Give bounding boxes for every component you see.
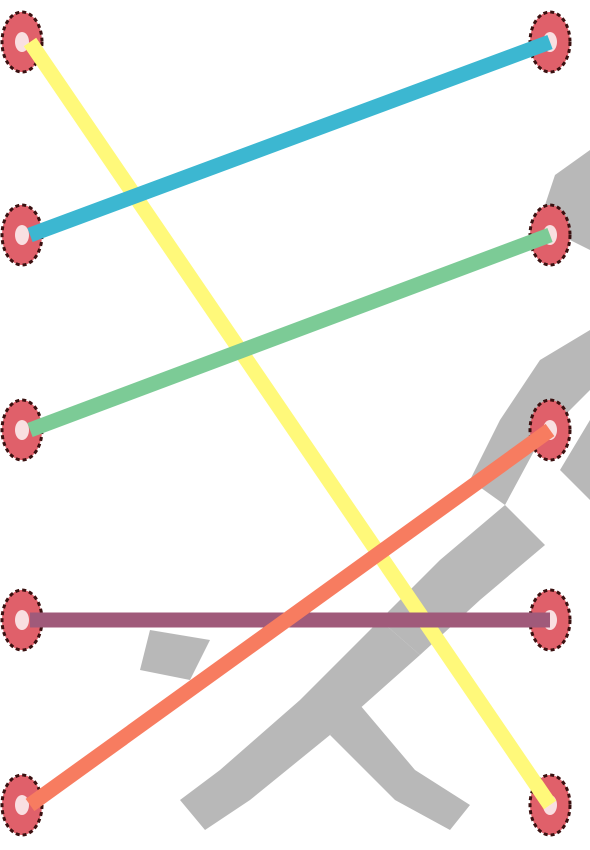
connection-lines xyxy=(30,42,550,805)
watermark-shape xyxy=(180,620,420,830)
connection-line-L3-R2[interactable] xyxy=(30,235,550,430)
connection-line-L1-R5[interactable] xyxy=(30,42,550,805)
watermark-shape xyxy=(330,705,470,830)
dot-highlight xyxy=(15,225,29,245)
watermark-shape xyxy=(140,630,210,680)
dot-highlight xyxy=(15,610,29,630)
connection-line-L2-R1[interactable] xyxy=(30,42,550,235)
dot-highlight xyxy=(15,420,29,440)
